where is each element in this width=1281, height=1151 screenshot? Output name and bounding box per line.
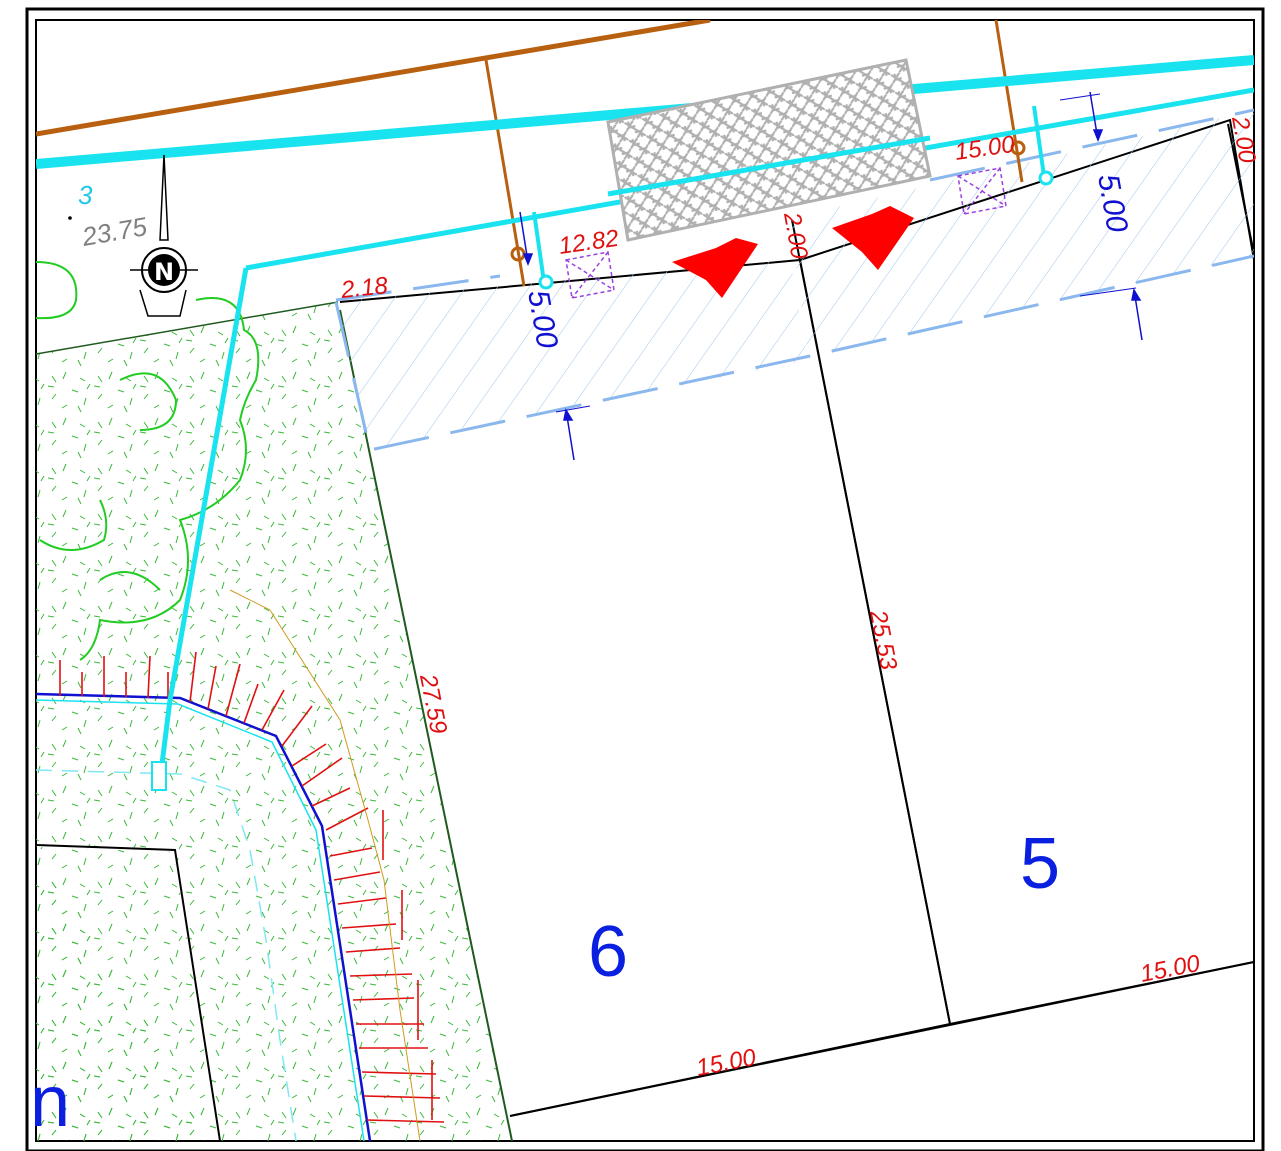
utility-box-icon — [565, 251, 615, 299]
embankment-ticks — [59, 651, 445, 1123]
lot-6-setback-zone — [336, 260, 808, 450]
survey-point-number: 3 — [78, 180, 93, 210]
gas-valve-icon — [1010, 140, 1026, 156]
lot-5-number: 5 — [1020, 824, 1060, 904]
utility-box-icon — [957, 167, 1007, 215]
hydrant-icon — [151, 761, 167, 791]
lot-6-number: 6 — [588, 912, 628, 992]
water-branch — [157, 267, 249, 781]
building-grass — [36, 847, 218, 1141]
survey-point-elevation: 23.75 — [79, 211, 150, 252]
water-main — [36, 55, 1254, 169]
lot-rear-line — [509, 961, 1254, 1117]
lot-6-front-dimension: 12.82 — [557, 225, 620, 260]
partial-street-label: n — [30, 1062, 70, 1142]
vegetation-outlines — [36, 261, 260, 661]
drawing-frame-outer — [25, 7, 1265, 1151]
north-arrow-icon: N — [130, 154, 198, 317]
north-arrow-label: N — [154, 258, 174, 286]
driveway-arrow-icon — [672, 238, 758, 298]
setback-lines — [334, 108, 1254, 452]
curb-line-inner — [36, 699, 365, 1141]
survey-point-marker — [68, 216, 72, 220]
lot-5-front-dimension: 15.00 — [953, 131, 1017, 166]
lot-6-left-boundary — [36, 301, 339, 355]
water-meter-icon — [538, 274, 554, 290]
water-service-lot-6 — [532, 211, 546, 283]
driveway-arrow-icon — [832, 206, 914, 270]
water-service-lot-5 — [1032, 105, 1046, 177]
setback-dimension-marks — [519, 91, 1143, 461]
top-of-bank — [229, 589, 421, 1141]
lot-5-side-dimension: 25.53 — [864, 607, 902, 673]
paved-area — [606, 58, 932, 242]
lot-6-front-left-dimension: 2.18 — [339, 272, 390, 304]
curb-line — [36, 692, 372, 1141]
dashed-path — [36, 769, 297, 1141]
gas-main — [36, 20, 711, 137]
lot-5-rear-dimension: 15.00 — [1138, 950, 1203, 988]
water-over-pavement — [607, 135, 931, 197]
gas-service-lot-6 — [484, 59, 526, 287]
lot-6-rear-dimension: 15.00 — [694, 1044, 759, 1082]
water-meter-icon — [1038, 170, 1054, 186]
lot-5-setback-zone — [790, 110, 1254, 358]
